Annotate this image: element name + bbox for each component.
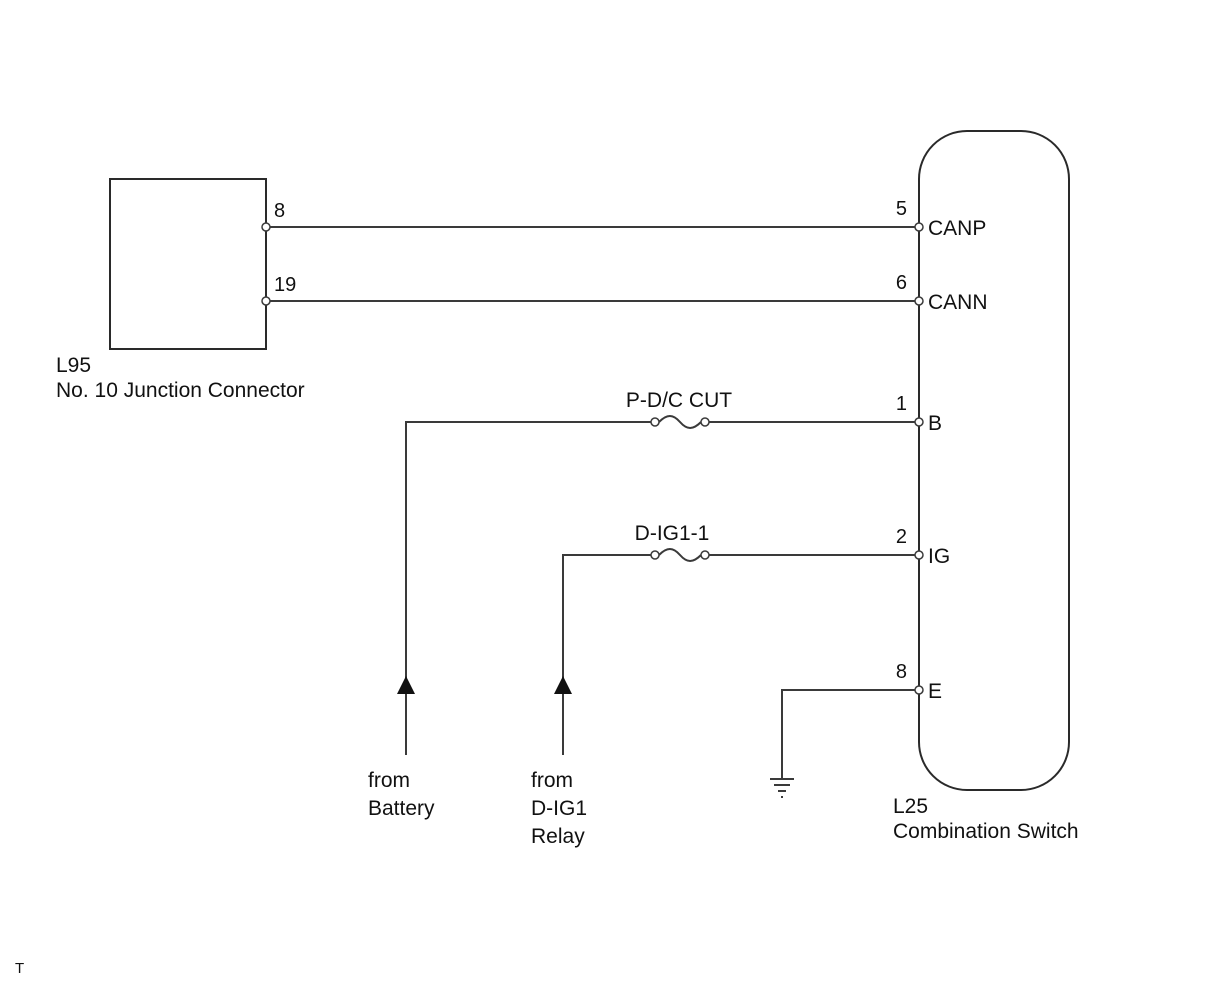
corner-mark: T bbox=[15, 960, 24, 977]
junction-connector-code: L95 bbox=[56, 354, 91, 377]
l25-pin-number: 1 bbox=[896, 393, 907, 415]
l25-pin-2-terminal bbox=[914, 550, 924, 560]
fuse-d-ig1-1-terminal-right bbox=[700, 550, 710, 560]
l25-pin-name: E bbox=[928, 680, 942, 703]
l95-pin-8-terminal bbox=[261, 222, 271, 232]
combination-switch-code: L25 bbox=[893, 795, 928, 818]
fuse-d-ig1-1-symbol bbox=[658, 548, 702, 562]
fuse-d-ig1-1-terminal-left bbox=[650, 550, 660, 560]
l25-pin-number: 5 bbox=[896, 198, 907, 220]
l95-pin-number: 8 bbox=[274, 200, 285, 222]
l25-pin-name: CANP bbox=[928, 217, 986, 240]
l25-pin-number: 2 bbox=[896, 526, 907, 548]
l25-pin-number: 8 bbox=[896, 661, 907, 683]
l25-pin-6-terminal bbox=[914, 296, 924, 306]
combination-switch-box bbox=[918, 130, 1070, 791]
source-label: Relay bbox=[531, 825, 585, 848]
fuse-p-dc-cut-terminal-left bbox=[650, 417, 660, 427]
arrow-up-icon bbox=[554, 676, 572, 694]
combination-switch-name: Combination Switch bbox=[893, 820, 1079, 843]
junction-connector-name: No. 10 Junction Connector bbox=[56, 379, 305, 402]
l25-pin-name: CANN bbox=[928, 291, 988, 314]
fuse-p-dc-cut-symbol bbox=[658, 415, 702, 429]
source-label: from bbox=[368, 769, 410, 792]
source-label: Battery bbox=[368, 797, 435, 820]
source-label: D-IG1 bbox=[531, 797, 587, 820]
wire-dig1-feed bbox=[562, 554, 655, 755]
l25-pin-number: 6 bbox=[896, 272, 907, 294]
l25-pin-name: B bbox=[928, 412, 942, 435]
l25-pin-8-terminal bbox=[914, 685, 924, 695]
ground-icon bbox=[770, 778, 794, 798]
fuse-p-dc-cut-terminal-right bbox=[700, 417, 710, 427]
l25-pin-1-terminal bbox=[914, 417, 924, 427]
wire-battery-feed bbox=[405, 421, 655, 755]
l25-pin-name: IG bbox=[928, 545, 950, 568]
fuse-label: P-D/C CUT bbox=[626, 389, 732, 412]
fuse-label: D-IG1-1 bbox=[635, 522, 710, 545]
l95-pin-19-terminal bbox=[261, 296, 271, 306]
wire-ground bbox=[781, 689, 919, 778]
junction-connector-box bbox=[109, 178, 267, 350]
source-label: from bbox=[531, 769, 573, 792]
arrow-up-icon bbox=[397, 676, 415, 694]
l95-pin-number: 19 bbox=[274, 274, 296, 296]
l25-pin-5-terminal bbox=[914, 222, 924, 232]
